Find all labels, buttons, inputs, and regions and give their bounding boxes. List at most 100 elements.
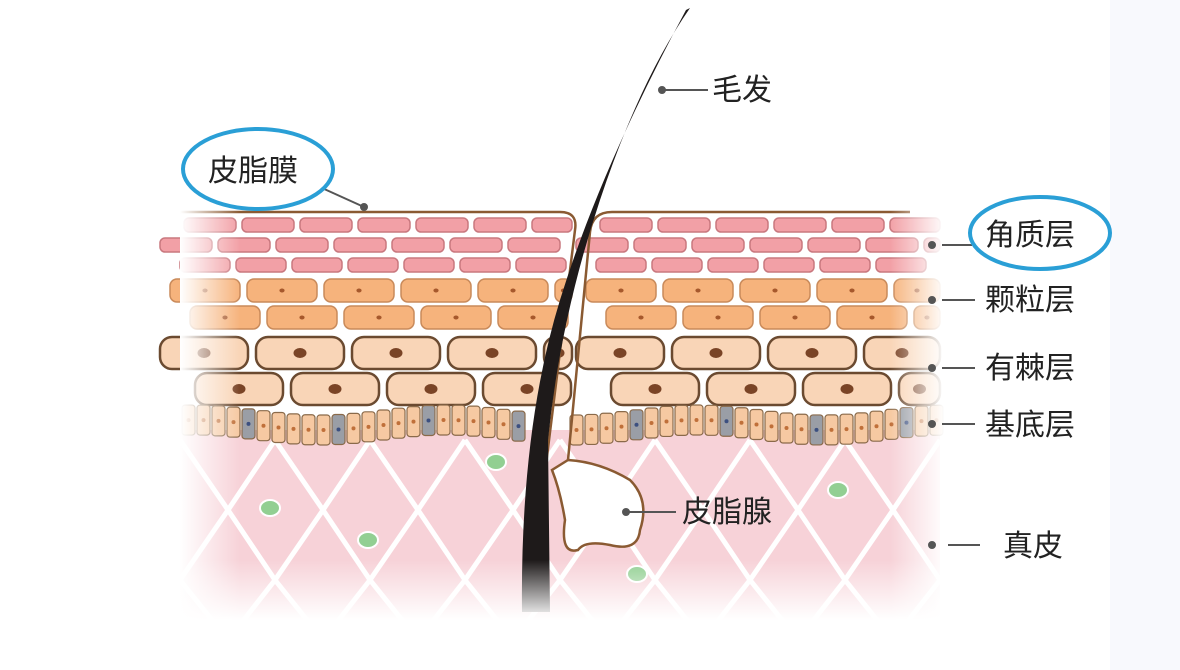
right-fade bbox=[890, 200, 945, 620]
basal-cell-nucleus bbox=[829, 427, 834, 432]
label-stratum-spinosum: 有棘层 bbox=[985, 351, 1075, 386]
spinous-cell-nucleus bbox=[648, 384, 662, 394]
granular-cell-nucleus bbox=[772, 288, 778, 293]
dermis-fiber bbox=[984, 438, 1039, 642]
basal-cell-nucleus bbox=[426, 418, 431, 423]
hair-leader-dot bbox=[658, 86, 666, 94]
corneum-cell bbox=[333, 237, 387, 253]
basal-cell-nucleus bbox=[844, 427, 849, 432]
spinous-cell-nucleus bbox=[744, 384, 758, 394]
spinous-cell-nucleus bbox=[485, 348, 499, 358]
corneum-cell bbox=[357, 217, 411, 233]
basal-cell-nucleus bbox=[649, 420, 654, 425]
label-stratum-basale: 基底层 bbox=[985, 408, 1075, 443]
corneum-cell bbox=[595, 257, 647, 273]
corneum-cell bbox=[715, 217, 769, 233]
basal-cell-nucleus bbox=[799, 427, 804, 432]
basal-cell-nucleus bbox=[351, 426, 356, 431]
dermis-leader-dot bbox=[928, 541, 936, 549]
granular-cell-nucleus bbox=[618, 288, 624, 293]
hair-shaft bbox=[521, 8, 690, 612]
corneum-cell bbox=[459, 257, 511, 273]
basal-cell-nucleus bbox=[336, 427, 341, 432]
hair-structure bbox=[180, 8, 910, 612]
corneum-cell bbox=[831, 217, 885, 233]
basal-cell-nucleus bbox=[724, 419, 729, 424]
basal-cell-nucleus bbox=[381, 422, 386, 427]
basal-cell-nucleus bbox=[261, 423, 266, 428]
corneum-cell bbox=[651, 257, 703, 273]
basal-cell-nucleus bbox=[306, 427, 311, 432]
corneum-cell bbox=[515, 257, 567, 273]
corneum-cell bbox=[415, 217, 469, 233]
spinous-cell-nucleus bbox=[805, 348, 819, 358]
spinous-cell-nucleus bbox=[840, 384, 854, 394]
sebum-film-highlight bbox=[181, 127, 335, 211]
corneum-cell bbox=[473, 217, 527, 233]
basal-cell-nucleus bbox=[321, 427, 326, 432]
label-sebum-film: 皮脂膜 bbox=[208, 154, 298, 189]
basal-cell-nucleus bbox=[604, 426, 609, 431]
corneum-cell bbox=[347, 257, 399, 273]
basal-cell-nucleus bbox=[754, 422, 759, 427]
left-fade bbox=[180, 200, 240, 620]
corneum-cell bbox=[241, 217, 295, 233]
granular-cell-nucleus bbox=[638, 315, 644, 320]
basale-leader-dot bbox=[928, 420, 936, 428]
basal-cell-nucleus bbox=[769, 424, 774, 429]
basal-cell-nucleus bbox=[664, 419, 669, 424]
basal-cell-nucleus bbox=[814, 427, 819, 432]
dermis-cell-dot bbox=[357, 531, 379, 549]
granular-cell-nucleus bbox=[869, 315, 875, 320]
side-panel bbox=[1110, 0, 1180, 670]
basal-cell-nucleus bbox=[411, 419, 416, 424]
corneum-leader-dot bbox=[928, 241, 936, 249]
basal-cell-nucleus bbox=[456, 418, 461, 423]
corneum-cell bbox=[531, 217, 573, 233]
basal-cell-nucleus bbox=[291, 426, 296, 431]
granular-cell-nucleus bbox=[279, 288, 285, 293]
corneum-cell bbox=[403, 257, 455, 273]
granular-cell-nucleus bbox=[433, 288, 439, 293]
granular-cell-nucleus bbox=[530, 315, 536, 320]
granular-cell-nucleus bbox=[376, 315, 382, 320]
basal-cell-nucleus bbox=[246, 421, 251, 426]
granular-cell-nucleus bbox=[510, 288, 516, 293]
basal-cell-nucleus bbox=[589, 427, 594, 432]
corneum-cell bbox=[807, 237, 861, 253]
label-hair: 毛发 bbox=[712, 73, 772, 108]
label-sebaceous-gland: 皮脂腺 bbox=[682, 495, 772, 530]
corneum-cell bbox=[299, 217, 353, 233]
corneum-cell bbox=[763, 257, 815, 273]
corneum-cell bbox=[707, 257, 759, 273]
basal-cell-nucleus bbox=[441, 418, 446, 423]
spinous-cell-nucleus bbox=[293, 348, 307, 358]
sebum-leader bbox=[321, 187, 365, 208]
spinosum-leader-dot bbox=[928, 364, 936, 372]
spinous-cell-nucleus bbox=[389, 348, 403, 358]
corneum-cell bbox=[235, 257, 287, 273]
spinous-cell-nucleus bbox=[424, 384, 438, 394]
basal-cell-nucleus bbox=[634, 422, 639, 427]
corneum-cell bbox=[691, 237, 745, 253]
basal-cell-nucleus bbox=[501, 422, 506, 427]
basal-cell-nucleus bbox=[709, 418, 714, 423]
corneum-cell bbox=[819, 257, 871, 273]
label-stratum-corneum: 角质层 bbox=[985, 218, 1075, 253]
granular-cell-nucleus bbox=[356, 288, 362, 293]
corneum-cell bbox=[773, 217, 827, 233]
corneum-cell bbox=[599, 217, 653, 233]
basal-cell-nucleus bbox=[366, 424, 371, 429]
basal-cell-nucleus bbox=[859, 425, 864, 430]
corneum-cell bbox=[657, 217, 711, 233]
basal-cell-nucleus bbox=[874, 424, 879, 429]
corneum-cell bbox=[507, 237, 561, 253]
basal-cell-nucleus bbox=[784, 426, 789, 431]
label-dermis: 真皮 bbox=[1003, 529, 1063, 564]
dermis-cell-dot bbox=[827, 481, 849, 499]
basal-cell-nucleus bbox=[739, 420, 744, 425]
corneum-cell bbox=[275, 237, 329, 253]
skin-surface-left bbox=[180, 210, 577, 611]
dermis-cell-dot bbox=[259, 499, 281, 517]
